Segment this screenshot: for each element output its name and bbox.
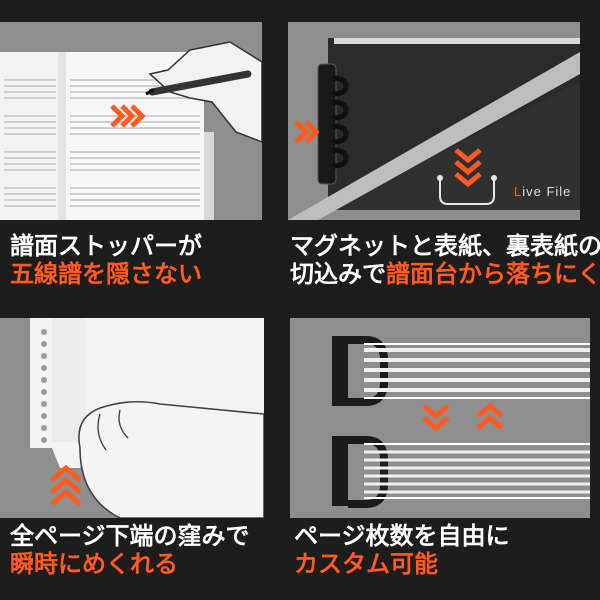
caption-magnet-cover: マグネットと表紙、裏表紙の 切込みで譜面台から落ちにくい bbox=[290, 232, 600, 288]
panel-magnet-cover: Live File bbox=[288, 22, 580, 220]
chevron-down-icon bbox=[454, 148, 482, 188]
caption-line1: マグネットと表紙、裏表紙の bbox=[290, 232, 600, 260]
caption-page-notch: 全ページ下端の窪みで 瞬時にめくれる bbox=[10, 522, 250, 578]
chevron-right-icon bbox=[110, 104, 146, 128]
brand-label: Live File bbox=[514, 184, 571, 199]
chevron-up-icon bbox=[476, 402, 504, 430]
caption-line2-accent: 譜面台から落ちにくい bbox=[386, 260, 600, 288]
chevron-right-icon bbox=[294, 120, 320, 144]
caption-line2: 五線譜を隠さない bbox=[10, 260, 202, 288]
brand-prefix: L bbox=[514, 184, 523, 199]
caption-line2: 瞬時にめくれる bbox=[10, 550, 178, 578]
caption-line2: 切込みで譜面台から落ちにくい bbox=[290, 260, 600, 288]
panel-page-notch bbox=[0, 318, 264, 518]
panel-music-stopper bbox=[0, 22, 262, 220]
caption-custom-pages: ページ枚数を自由に カスタム可能 bbox=[294, 522, 510, 578]
caption-music-stopper: 譜面ストッパーが 五線譜を隠さない bbox=[10, 232, 202, 288]
caption-line1: 譜面ストッパーが bbox=[10, 232, 202, 260]
ring-binder-icon bbox=[332, 436, 590, 508]
caption-line1: 全ページ下端の窪みで bbox=[10, 522, 250, 550]
caption-line2: カスタム可能 bbox=[294, 550, 438, 578]
caption-line2-plain: 切込みで bbox=[290, 260, 386, 288]
panel-custom-pages bbox=[290, 318, 590, 518]
chevron-up-icon bbox=[50, 464, 82, 506]
chevron-down-icon bbox=[422, 404, 450, 432]
hand-writing-icon bbox=[145, 41, 262, 143]
brand-rest: ive File bbox=[522, 184, 572, 199]
caption-line1: ページ枚数を自由に bbox=[294, 522, 510, 550]
ring-binder-icon bbox=[332, 336, 590, 406]
